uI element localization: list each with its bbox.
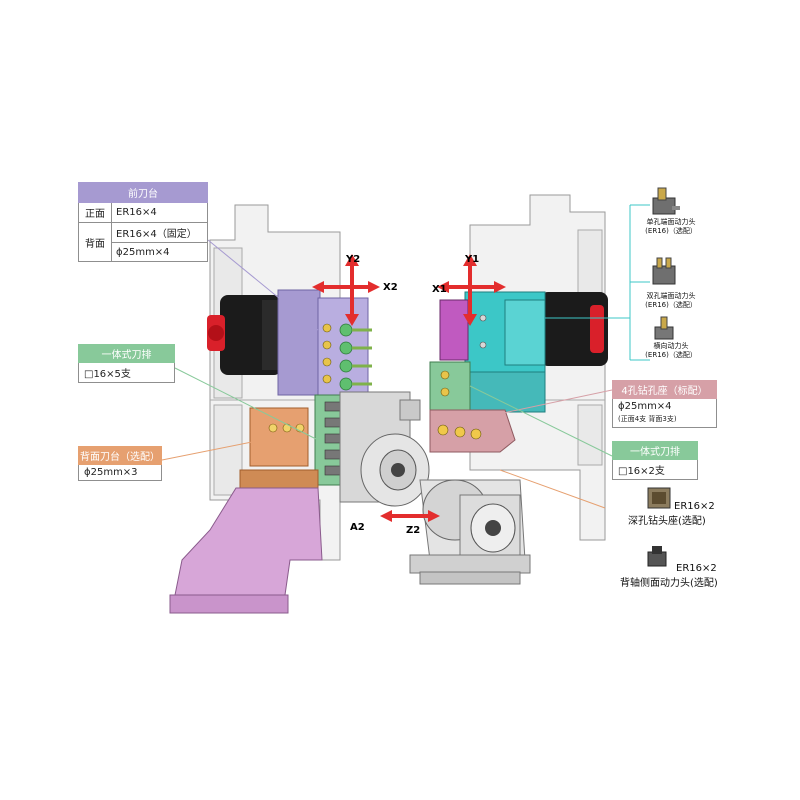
- axis-arrows: [312, 254, 506, 522]
- option-double-face-head: 双孔端面动力头 (ER16)（选配）: [636, 292, 706, 310]
- option-deep-hole-seat: ER16×2 深孔钻头座(选配): [628, 500, 748, 528]
- back-table-title: 背面刀台（选配）: [78, 446, 162, 465]
- right-gang-title: 一体式刀排: [612, 441, 698, 460]
- option-name: 深孔钻头座(选配): [628, 516, 706, 527]
- left-gang-title: 一体式刀排: [78, 344, 175, 363]
- leader-lines: [161, 204, 650, 509]
- left-gang-value: □16×5支: [78, 363, 175, 383]
- right-gang-spec: 一体式刀排 □16×2支: [612, 441, 698, 480]
- front-table-title: 前刀台: [78, 182, 208, 203]
- right-gang-block: [429, 361, 471, 411]
- axis-label-y2: Y2: [345, 254, 360, 265]
- sub-spindle: [409, 479, 531, 585]
- option-label: 双孔端面动力头: [646, 292, 696, 300]
- tool-table-base: [169, 487, 323, 614]
- single-face-head-icon: [652, 187, 680, 215]
- drill-seat-value: ϕ25mm×4: [618, 401, 672, 412]
- drill-seat: [429, 409, 516, 453]
- axis-label-a2: A2: [350, 522, 365, 533]
- drill-seat-title: 4孔钻孔座（标配）: [612, 380, 717, 399]
- option-name: 背轴侧面动力头(选配): [620, 578, 718, 589]
- axis-label-x2: X2: [383, 282, 398, 293]
- right-motor: [540, 292, 608, 366]
- cross-head-icon: [654, 316, 674, 340]
- front-table-spec: 前刀台 正面 ER16×4 背面 ER16×4（固定） ϕ25mm×4: [78, 182, 208, 262]
- front-face-label: 正面: [78, 202, 112, 223]
- back-face-label: 背面: [78, 222, 112, 262]
- axis-label-x1: X1: [432, 284, 447, 295]
- option-spec: ER16×2: [676, 563, 717, 574]
- option-back-side-head: ER16×2 背轴侧面动力头(选配): [620, 562, 750, 590]
- axis-label-y1: Y1: [464, 254, 479, 265]
- option-single-face-head: 单孔端面动力头 (ER16)（选配）: [636, 218, 706, 236]
- option-cross-head: 横向动力头 (ER16)（选配）: [636, 342, 706, 360]
- double-face-head-icon: [652, 257, 676, 285]
- option-sub: (ER16)（选配）: [645, 227, 697, 235]
- main-spindle: [339, 391, 430, 507]
- option-label: 单孔端面动力头: [646, 218, 696, 226]
- option-spec: ER16×2: [674, 501, 715, 512]
- back-side-head-icon: [647, 546, 667, 567]
- back-face-value-b: ϕ25mm×4: [111, 242, 208, 262]
- option-sub: (ER16)（选配）: [645, 301, 697, 309]
- option-label: 横向动力头: [653, 342, 689, 350]
- left-gang-spec: 一体式刀排 □16×5支: [78, 344, 175, 383]
- right-gang-value: □16×2支: [612, 460, 698, 480]
- deep-hole-seat-icon: [647, 487, 671, 509]
- front-tool-table: [277, 289, 372, 399]
- front-face-value: ER16×4: [111, 202, 208, 223]
- option-sub: (ER16)（选配）: [645, 351, 697, 359]
- axis-label-z2: Z2: [406, 525, 420, 536]
- back-face-value-a: ER16×4（固定）: [111, 222, 208, 243]
- back-tool-table: [239, 407, 319, 489]
- back-table-value: ϕ25mm×3: [78, 465, 162, 481]
- back-table-spec: 背面刀台（选配） ϕ25mm×3: [78, 446, 162, 481]
- drill-seat-note: (正面4支 背面3支): [618, 415, 677, 423]
- drill-seat-spec: 4孔钻孔座（标配） ϕ25mm×4 (正面4支 背面3支): [612, 380, 717, 428]
- right-tool-head: [439, 291, 546, 413]
